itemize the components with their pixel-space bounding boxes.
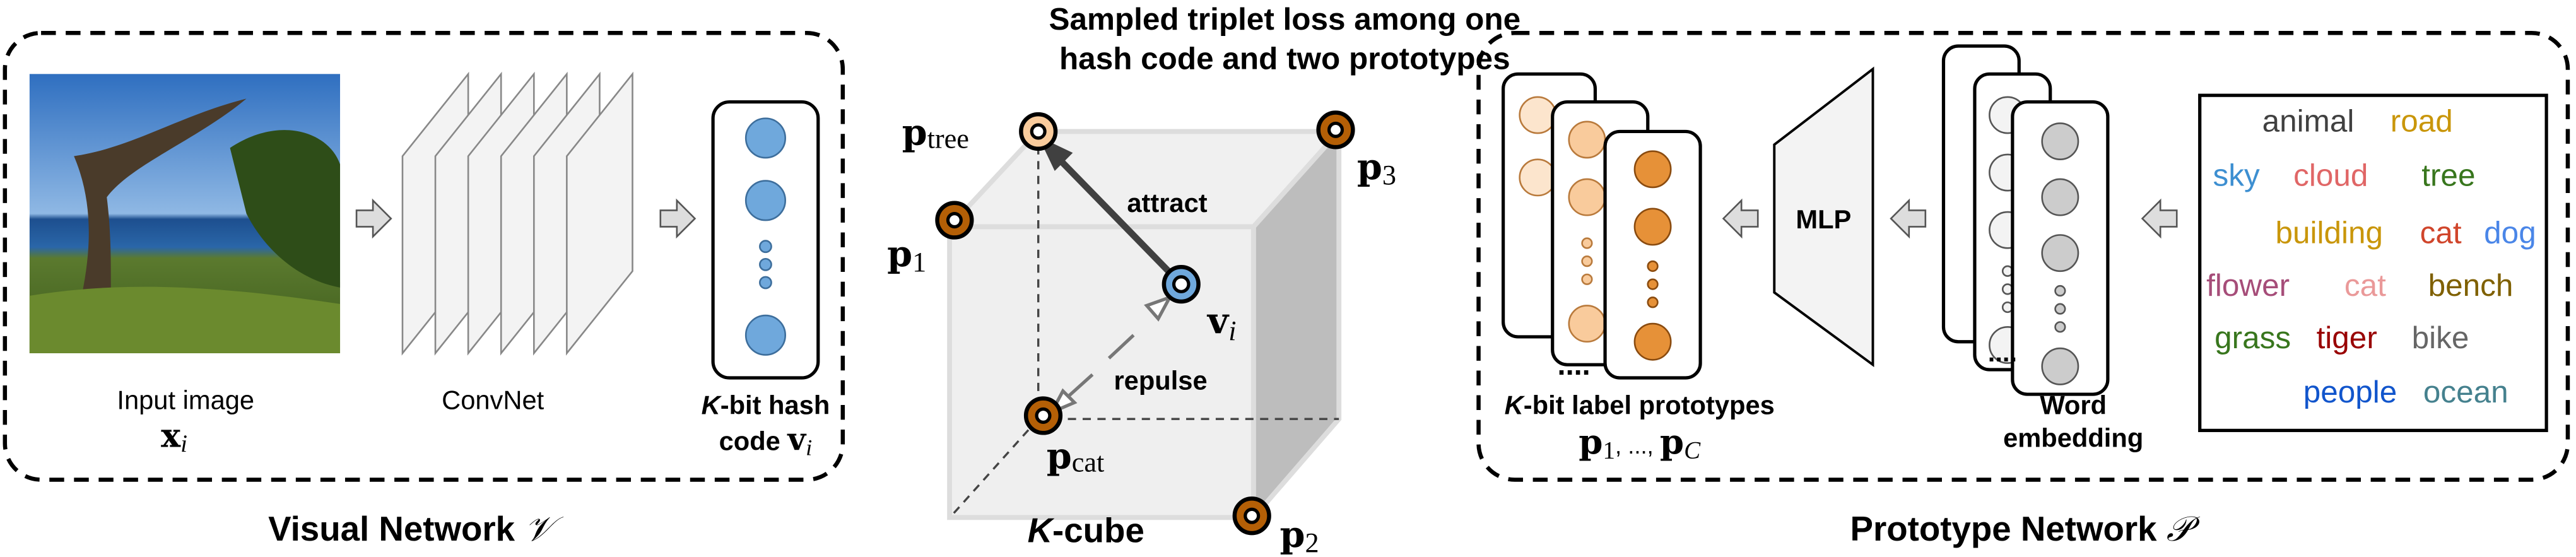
p1-point — [935, 201, 974, 240]
word: grass — [2214, 320, 2291, 355]
word-cloud-box — [2198, 93, 2548, 432]
convnet-layers — [401, 71, 633, 356]
hash-code-label: K-bit hash — [702, 390, 830, 419]
word: cat — [2420, 216, 2462, 250]
title-line2: hash code and two prototypes — [1059, 41, 1510, 76]
word: tree — [2421, 158, 2475, 192]
arrow-icon — [355, 198, 392, 239]
word: dog — [2484, 216, 2536, 250]
word: flower — [2206, 268, 2290, 303]
hash-code-vector — [711, 100, 820, 380]
p-tree-point — [1019, 112, 1058, 151]
mlp-label: MLP — [1796, 204, 1851, 234]
arrow-left-icon — [2141, 198, 2178, 239]
visual-network-title: Visual Network 𝒱 — [268, 509, 563, 548]
title-line1: Sampled triplet loss among one — [1049, 2, 1520, 37]
p-tree-label: ptree — [902, 110, 969, 154]
word: tiger — [2317, 320, 2377, 355]
word-embedding-label-2: embedding — [2003, 423, 2143, 452]
word: ocean — [2423, 375, 2508, 409]
p3-point — [1316, 110, 1355, 150]
arrow-left-icon — [1722, 198, 1759, 239]
prototypes-ellipsis: .... — [1558, 348, 1591, 381]
k-cube-title: K-cube — [1028, 510, 1144, 549]
p2-label: p2 — [1279, 513, 1319, 557]
word: cloud — [2293, 158, 2368, 192]
input-image-label: Input image — [117, 385, 254, 415]
attract-label: attract — [1127, 188, 1207, 218]
v-i-label: vi — [1206, 300, 1237, 346]
arrow-left-icon — [1890, 198, 1927, 239]
word-embedding-label-1: Word — [2040, 390, 2107, 419]
visual-network-box — [3, 30, 845, 482]
input-image — [29, 74, 341, 353]
prototypes-label: K-bit label prototypes — [1505, 390, 1775, 419]
p3-label: p3 — [1357, 145, 1396, 191]
input-symbol: xi — [161, 416, 187, 457]
mlp-block — [1773, 66, 1874, 368]
word: sky — [2213, 158, 2260, 192]
prototype-network-title: Prototype Network 𝒫 — [1850, 509, 2201, 548]
p1-label: p1 — [887, 232, 926, 278]
word-embeddings — [1941, 44, 2110, 396]
prototype-network-box — [1476, 30, 2570, 482]
prototypes-symbol: p1, ..., pC — [1579, 421, 1701, 464]
word-cloud: animal road sky cloud tree building cat … — [2206, 103, 2536, 409]
word: cat — [2344, 268, 2386, 303]
v-i-point — [1162, 265, 1201, 304]
arrow-icon — [659, 198, 697, 239]
k-cube — [944, 125, 1344, 524]
p-cat-point — [1023, 396, 1063, 435]
label-prototypes — [1502, 72, 1702, 380]
word: people — [2303, 375, 2397, 409]
hash-code-label-line2: code vi — [719, 421, 813, 460]
p2-point — [1232, 496, 1271, 536]
embedding-ellipsis: .... — [1988, 337, 2017, 367]
convnet-label: ConvNet — [442, 385, 544, 415]
p-cat-label: pcat — [1047, 434, 1105, 478]
word: animal — [2262, 103, 2355, 138]
word: road — [2391, 103, 2453, 138]
word: bench — [2428, 268, 2514, 303]
repulse-label: repulse — [1114, 365, 1207, 395]
word: bike — [2412, 320, 2469, 355]
word: building — [2275, 216, 2383, 250]
